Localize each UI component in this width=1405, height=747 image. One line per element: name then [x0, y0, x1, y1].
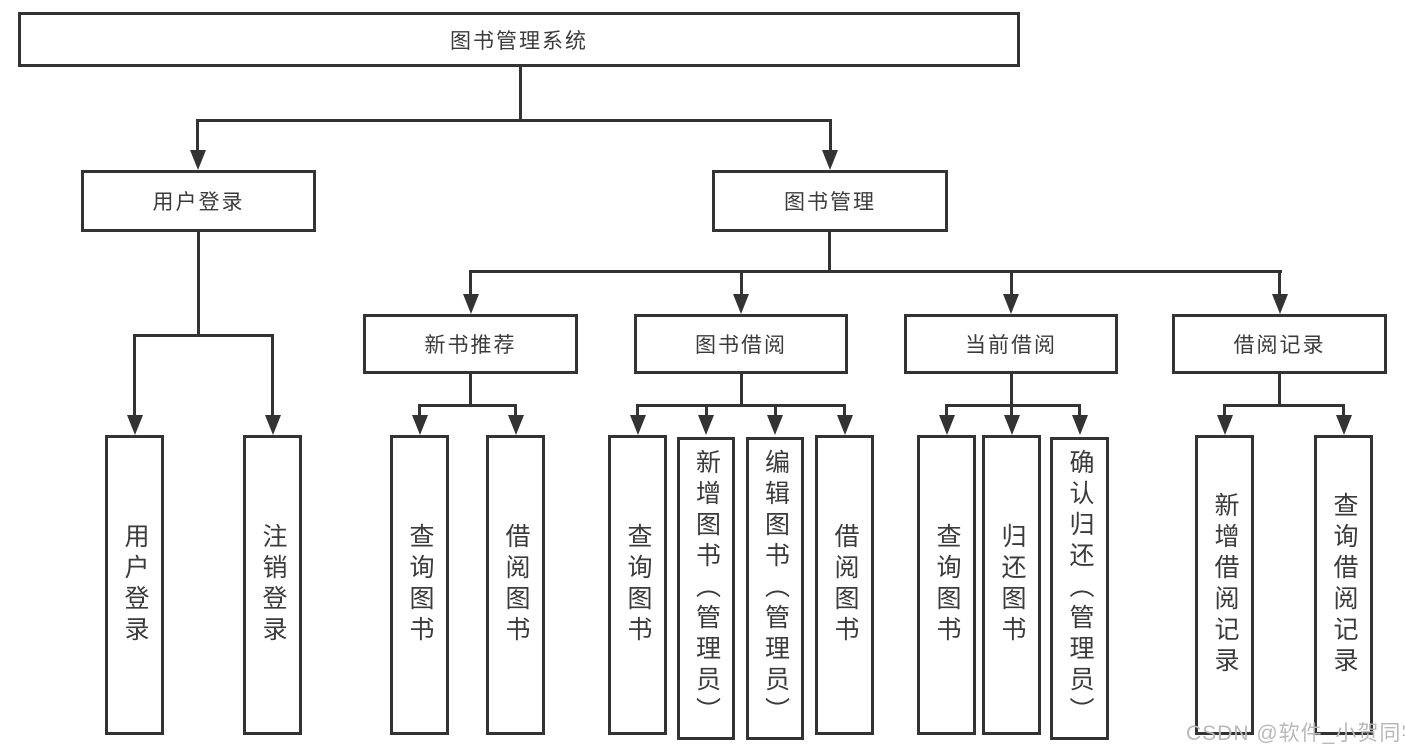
leaf-query-borrow-record-label: 查询借阅记录	[1330, 492, 1358, 678]
node-book-borrowing-label: 图书借阅	[695, 334, 787, 357]
leaf-query-books-1: 查询图书	[390, 435, 449, 735]
leaf-borrow-books-2: 借阅图书	[815, 435, 874, 735]
connector-borrowing-records-stem	[1278, 374, 1281, 406]
leaf-add-borrow-record-label: 新增借阅记录	[1211, 492, 1239, 678]
connector-drop-current-borrowing	[1010, 270, 1013, 296]
arrowhead-user-login-icon	[190, 150, 206, 170]
arrowhead-book-borrowing-icon	[733, 294, 749, 314]
connector-drop-query-books-1	[418, 404, 421, 418]
connector-book-management-stem	[828, 232, 831, 272]
arrowhead-query-borrow-record-icon	[1336, 415, 1352, 435]
leaf-confirm-return-admin-label: 确认归还（管理员）	[1066, 449, 1094, 728]
node-borrowing-records: 借阅记录	[1172, 314, 1387, 374]
arrowhead-confirm-return-icon	[1072, 415, 1088, 435]
node-user-login: 用户登录	[81, 170, 316, 232]
connector-drop-user-login	[196, 119, 199, 152]
connector-drop-query-books-3	[945, 404, 948, 418]
node-book-borrowing: 图书借阅	[634, 314, 848, 374]
leaf-query-books-3-label: 查询图书	[933, 523, 961, 647]
leaf-add-book-admin-label: 新增图书（管理员）	[692, 449, 721, 728]
connector-current-borrowing-stem	[1010, 374, 1013, 406]
leaf-confirm-return-admin: 确认归还（管理员）	[1050, 437, 1109, 740]
arrowhead-query-books-2-icon	[630, 415, 646, 435]
arrowhead-leaf-user-login-icon	[127, 415, 143, 435]
leaf-user-login: 用户登录	[105, 435, 164, 735]
node-user-login-label: 用户登录	[152, 191, 245, 214]
arrowhead-return-book-icon	[1004, 415, 1020, 435]
connector-new-book-crossbar	[418, 404, 517, 407]
csdn-watermark: CSDN @软件_小贺同学	[1186, 722, 1405, 745]
arrowhead-borrow-books-1-icon	[508, 415, 524, 435]
leaf-edit-book-admin-label: 编辑图书（管理员）	[761, 449, 790, 728]
connector-book-management-crossbar	[469, 270, 1282, 273]
connector-drop-edit-book	[774, 404, 777, 418]
connector-drop-query-books-2	[636, 404, 639, 418]
leaf-borrow-books-1-label: 借阅图书	[502, 523, 530, 647]
leaf-logout: 注销登录	[243, 435, 302, 735]
connector-drop-query-borrow-record	[1342, 404, 1345, 418]
node-new-book-recommendation-label: 新书推荐	[424, 334, 517, 357]
arrowhead-borrowing-records-icon	[1272, 294, 1288, 314]
leaf-query-books-3: 查询图书	[917, 435, 976, 735]
connector-drop-leaf-user-login	[133, 334, 136, 416]
arrowhead-current-borrowing-icon	[1003, 294, 1019, 314]
connector-drop-book-management	[829, 119, 832, 152]
connector-book-borrowing-stem	[740, 374, 743, 406]
connector-borrowing-records-crossbar	[1223, 404, 1345, 407]
connector-drop-return-book	[1010, 404, 1013, 418]
connector-drop-new-book	[469, 270, 472, 296]
leaf-add-borrow-record: 新增借阅记录	[1195, 435, 1254, 735]
leaf-query-borrow-record: 查询借阅记录	[1314, 435, 1373, 735]
leaf-add-book-admin: 新增图书（管理员）	[677, 437, 735, 740]
connector-drop-borrowing-records	[1278, 270, 1281, 296]
node-book-management-label: 图书管理	[784, 191, 876, 214]
node-new-book-recommendation: 新书推荐	[363, 314, 578, 374]
arrowhead-query-books-1-icon	[412, 415, 428, 435]
connector-drop-book-borrowing	[740, 270, 743, 296]
node-borrowing-records-label: 借阅记录	[1233, 334, 1326, 357]
connector-root-crossbar	[196, 119, 832, 122]
leaf-query-books-1-label: 查询图书	[406, 523, 434, 647]
arrowhead-book-management-icon	[822, 150, 838, 170]
arrowhead-add-book-icon	[698, 415, 714, 435]
node-current-borrowing: 当前借阅	[904, 314, 1118, 374]
leaf-user-login-label: 用户登录	[121, 523, 149, 647]
leaf-edit-book-admin: 编辑图书（管理员）	[746, 437, 804, 740]
node-current-borrowing-label: 当前借阅	[965, 334, 1057, 357]
connector-current-borrowing-crossbar	[945, 404, 1081, 407]
connector-drop-add-borrow-record	[1223, 404, 1226, 418]
node-library-system: 图书管理系统	[18, 12, 1020, 67]
leaf-logout-label: 注销登录	[259, 523, 287, 647]
arrowhead-edit-book-icon	[767, 415, 783, 435]
arrowhead-add-borrow-record-icon	[1217, 415, 1233, 435]
leaf-borrow-books-1: 借阅图书	[486, 435, 545, 735]
leaf-query-books-2: 查询图书	[608, 435, 667, 735]
connector-drop-borrow-books-1	[514, 404, 517, 418]
connector-book-borrowing-crossbar	[636, 404, 846, 407]
leaf-query-books-2-label: 查询图书	[624, 523, 652, 647]
node-library-system-label: 图书管理系统	[450, 29, 588, 53]
connector-drop-borrow-books-2	[843, 404, 846, 418]
connector-drop-add-book	[705, 404, 708, 418]
arrowhead-new-book-icon	[463, 294, 479, 314]
leaf-borrow-books-2-label: 借阅图书	[831, 523, 859, 647]
connector-new-book-stem	[469, 374, 472, 406]
connector-drop-confirm-return	[1078, 404, 1081, 418]
connector-user-login-stem	[197, 232, 200, 336]
connector-root-stem	[519, 66, 522, 119]
connector-drop-leaf-logout	[271, 334, 274, 416]
arrowhead-query-books-3-icon	[939, 415, 955, 435]
arrowhead-borrow-books-2-icon	[837, 415, 853, 435]
arrowhead-leaf-logout-icon	[265, 415, 281, 435]
leaf-return-book: 归还图书	[982, 435, 1041, 735]
leaf-return-book-label: 归还图书	[998, 523, 1026, 647]
node-book-management: 图书管理	[712, 170, 948, 232]
connector-user-login-crossbar	[133, 334, 274, 337]
